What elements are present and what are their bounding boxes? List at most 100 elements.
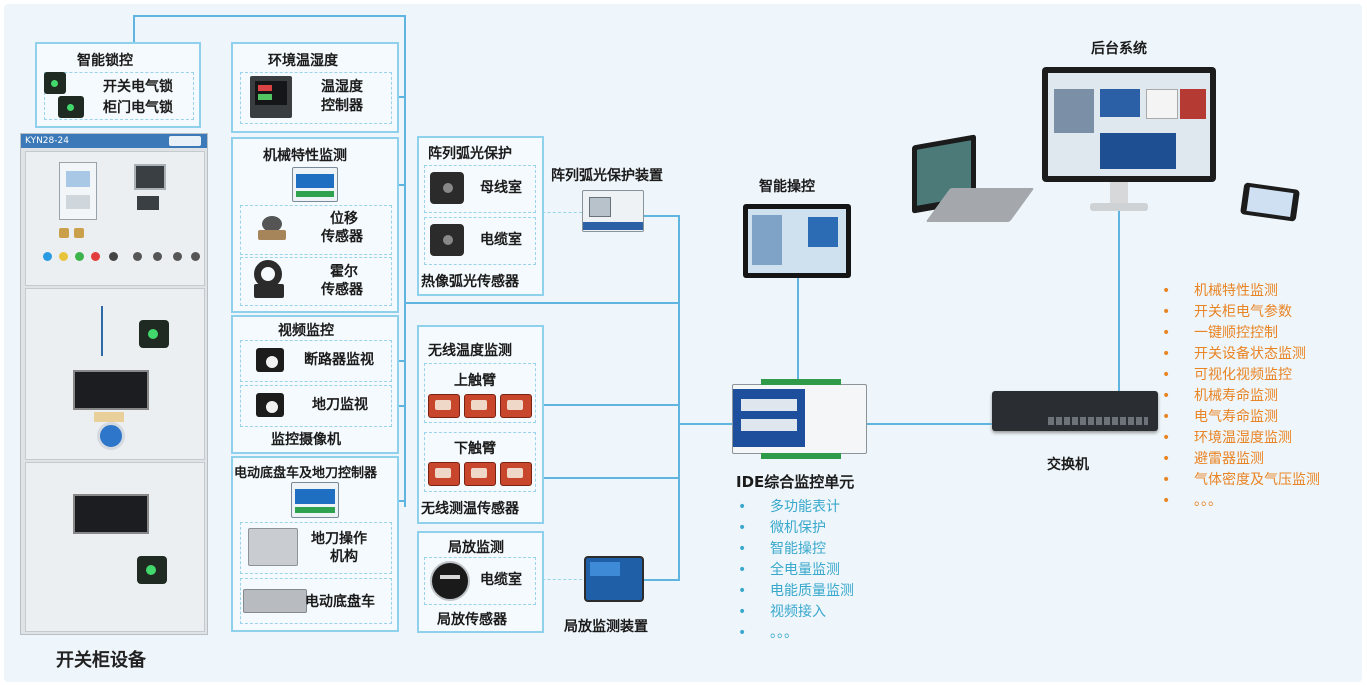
displacement-sensor-group: [240, 205, 392, 255]
connector-switch-backend: [1118, 210, 1120, 393]
smart-control-hmi-icon: [743, 204, 851, 278]
hall-sensor-icon: [250, 258, 288, 302]
pd-cable-group: [424, 557, 536, 605]
meter-display-2: [137, 196, 159, 210]
backend-monitor-icon: [1042, 67, 1216, 182]
hall-sensor-group: [240, 257, 392, 306]
pd-device-icon: [584, 556, 644, 602]
cable-window: [73, 494, 149, 534]
connector-main-vertical: [404, 15, 406, 507]
video-title: 视频监控: [278, 323, 334, 339]
breaker-label-plate: [94, 412, 124, 422]
lower-arm-group: [424, 432, 536, 492]
lower-temp-sensor-icon-1: [428, 462, 460, 486]
lower-temp-sensor-icon-3: [500, 462, 532, 486]
cabinet-top-door: [25, 151, 205, 286]
breaker-camera-group: [240, 340, 392, 382]
connector-ide-in: [678, 423, 732, 425]
mimic-diagram: [101, 306, 129, 356]
backend-function-item: •开关柜电气参数: [1162, 304, 1292, 320]
earthing-camera-label: 地刀监视: [312, 397, 368, 413]
connector-ide-trunk: [678, 215, 680, 580]
pd-title: 局放监测: [448, 540, 504, 556]
arc-device-label: 阵列弧光保护装置: [551, 168, 663, 184]
mechanical-monitor-icon: [292, 167, 338, 202]
pd-device-label: 局放监测装置: [564, 619, 648, 635]
busbar-arc-label: 母线室: [480, 180, 522, 196]
backend-monitor-stand: [1110, 182, 1128, 204]
arc-panel: [417, 136, 544, 296]
video-panel: [231, 315, 399, 454]
ide-unit-label: IDE综合监控单元: [736, 473, 855, 491]
pd-sensor-icon: [430, 561, 470, 601]
displacement-sensor-icon: [258, 212, 286, 244]
breaker-camera-label: 断路器监视: [304, 352, 374, 368]
backend-function-item: •避雷器监测: [1162, 451, 1264, 467]
switch-knobs: [59, 226, 99, 240]
connector-pd-dash: [537, 579, 582, 580]
ide-feature-item: •视频接入: [738, 604, 826, 620]
network-switch-icon: [992, 391, 1158, 431]
chassis-cart-icon: [243, 589, 307, 613]
ide-feature-item: •电能质量监测: [738, 583, 854, 599]
connector-lower: [536, 477, 679, 479]
breaker-camera-icon: [256, 348, 284, 372]
ide-feature-item: •微机保护: [738, 520, 826, 536]
connector-upper: [536, 404, 679, 406]
backend-function-item: •机械寿命监测: [1162, 388, 1278, 404]
cable-socket: [97, 422, 125, 450]
backend-function-item: •一键顺控控制: [1162, 325, 1278, 341]
upper-temp-sensor-icon-2: [464, 394, 496, 418]
earthing-mechanism-label-1: 地刀操作: [311, 531, 367, 547]
upper-temp-sensor-icon-1: [428, 394, 460, 418]
busbar-arc-sensor-icon: [430, 172, 464, 204]
lock-device-icon-2: [58, 96, 84, 118]
switchgear-cabinet: KYN28-24: [20, 133, 208, 635]
ide-feature-item: •智能操控: [738, 541, 826, 557]
upper-arm-group: [424, 363, 536, 423]
ide-feature-list: •多功能表计 •微机保护 •智能操控 •全电量监测 •电能质量监测 •视频接入 …: [736, 497, 854, 644]
connector-ide-switch: [865, 423, 993, 425]
env-device-label-1: 温湿度: [321, 79, 363, 95]
arc-footer: 热像弧光传感器: [421, 274, 519, 290]
ide-feature-item: •。。。: [738, 625, 798, 641]
busbar-arc-group: [424, 165, 536, 213]
cabinet-model-label: KYN28-24: [25, 136, 69, 146]
earthing-camera-icon: [256, 393, 284, 417]
relay-panel: [59, 162, 97, 220]
cabinet-header-bar: [21, 134, 207, 148]
upper-temp-sensor-icon-3: [500, 394, 532, 418]
arc-protection-device-icon: [582, 190, 644, 232]
earthing-mechanism-label-2: 机构: [330, 549, 358, 565]
pd-cable-label: 电缆室: [480, 572, 522, 588]
cable-arc-group: [424, 217, 536, 265]
wireless-temp-footer: 无线测温传感器: [421, 501, 519, 517]
cable-arc-sensor-icon: [430, 224, 464, 256]
breaker-window: [73, 370, 149, 410]
cabinet-logo: [169, 136, 201, 146]
switch-label: 交换机: [1047, 457, 1089, 473]
backend-monitor-base: [1090, 203, 1148, 211]
earthing-mechanism-icon: [248, 528, 298, 566]
smart-lock-title: 智能锁控: [77, 53, 133, 69]
ide-feature-item: •多功能表计: [738, 499, 840, 515]
connector-pd-device: [640, 579, 680, 581]
cabinet-lock-device-middle: [139, 320, 169, 348]
cabinet-lock-device-bottom: [137, 556, 167, 584]
temp-humidity-controller-icon: [250, 76, 292, 118]
wireless-temp-title: 无线温度监测: [428, 343, 512, 359]
backend-function-list: •机械特性监测 •开关柜电气参数 •一键顺控控制 •开关设备状态监测 •可视化视…: [1160, 281, 1320, 512]
lock-device-icon: [44, 72, 66, 94]
backend-function-item: •可视化视频监控: [1162, 367, 1292, 383]
connector-arc-device: [640, 215, 680, 217]
smart-lock-group: [44, 72, 194, 120]
chassis-controller-icon: [291, 482, 339, 518]
upper-arm-label: 上触臂: [454, 373, 496, 389]
connector-top: [133, 15, 405, 17]
hall-sensor-label-1: 霍尔: [330, 264, 358, 280]
ide-unit-icon: [732, 379, 867, 459]
chassis-title: 电动底盘车及地刀控制器: [234, 466, 378, 481]
connector-top-left-drop: [133, 15, 135, 43]
switch-electric-lock-label: 开关电气锁: [103, 79, 173, 95]
pd-footer: 局放传感器: [437, 612, 507, 628]
